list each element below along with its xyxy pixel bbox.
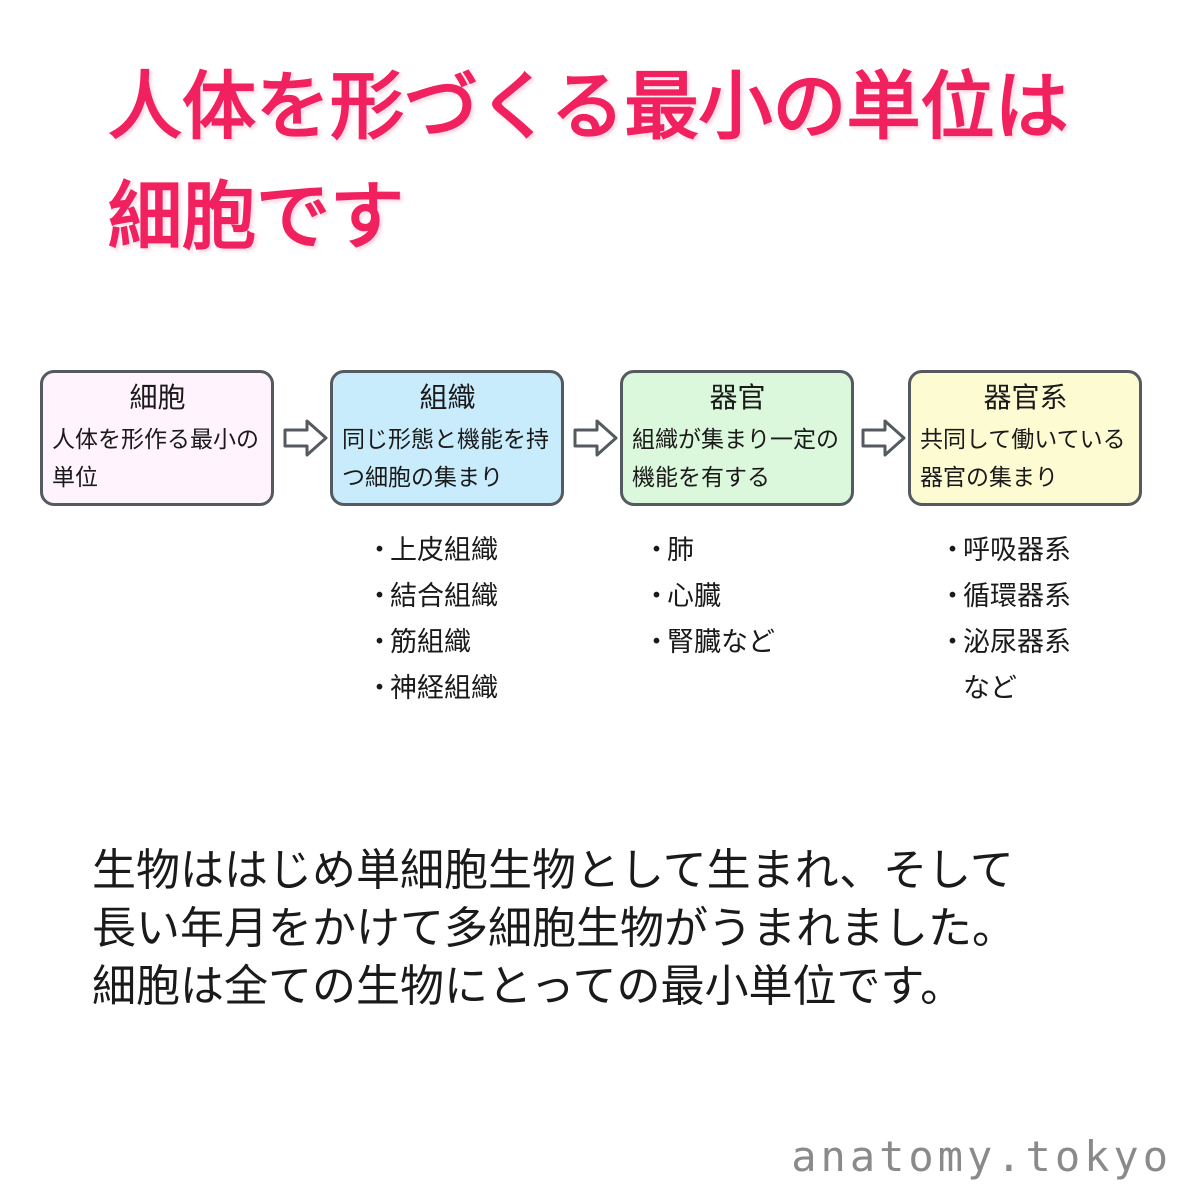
list-item: ・心臓 xyxy=(643,581,721,612)
box-organ-desc: 組織が集まり一定の機能を有する xyxy=(632,427,839,491)
box-organ-system-desc: 共同して働いている器官の集まり xyxy=(920,427,1126,491)
box-cell-desc: 人体を形作る最小の単位 xyxy=(52,427,259,491)
explanation-text: 生物ははじめ単細胞生物として生まれ、そして 長い年月をかけて多細胞生物がうまれま… xyxy=(92,842,1152,1016)
tissue-examples-list: ・上皮組織 ・結合組織 ・筋組織 ・神経組織 xyxy=(366,528,498,712)
organ-examples-list: ・肺 ・心臓 ・腎臓など xyxy=(643,528,775,666)
organ-system-examples-list: ・呼吸器系 ・循環器系 ・泌尿器系 など xyxy=(939,528,1071,712)
explanation-line-1: 生物ははじめ単細胞生物として生まれ、そして xyxy=(92,845,1014,896)
right-arrow-icon xyxy=(283,419,328,457)
list-item: ・上皮組織 xyxy=(366,535,498,566)
site-watermark: anatomy.tokyo xyxy=(791,1132,1172,1181)
box-tissue-title: 組織 xyxy=(419,381,476,414)
list-item: ・泌尿器系 xyxy=(939,627,1071,658)
page-title-line-2: 細胞です xyxy=(108,174,404,260)
list-item: ・肺 xyxy=(643,535,694,566)
list-item: ・結合組織 xyxy=(366,581,498,612)
box-cell: 細胞 人体を形作る最小の単位 xyxy=(40,370,274,506)
box-organ-system-title: 器官系 xyxy=(983,381,1068,414)
box-tissue-desc: 同じ形態と機能を持つ細胞の集まり xyxy=(342,427,549,491)
explanation-line-3: 細胞は全ての生物にとっての最小単位です。 xyxy=(92,961,965,1012)
page-title-line-1: 人体を形づくる最小の単位は xyxy=(108,64,1069,150)
right-arrow-icon xyxy=(573,419,618,457)
box-organ-title: 器官 xyxy=(709,381,766,414)
list-item: ・循環器系 xyxy=(939,581,1071,612)
box-organ: 器官 組織が集まり一定の機能を有する xyxy=(620,370,854,506)
box-cell-title: 細胞 xyxy=(129,381,186,414)
list-item: ・呼吸器系 xyxy=(939,535,1071,566)
right-arrow-icon xyxy=(861,419,906,457)
list-item: ・筋組織 xyxy=(366,627,471,658)
box-organ-system: 器官系 共同して働いている器官の集まり xyxy=(908,370,1142,506)
list-item-continuation: など xyxy=(963,673,1017,704)
explanation-line-2: 長い年月をかけて多細胞生物がうまれました。 xyxy=(92,903,1016,954)
list-item: ・神経組織 xyxy=(366,673,498,704)
list-item: ・腎臓など xyxy=(643,627,775,658)
box-tissue: 組織 同じ形態と機能を持つ細胞の集まり xyxy=(330,370,564,506)
